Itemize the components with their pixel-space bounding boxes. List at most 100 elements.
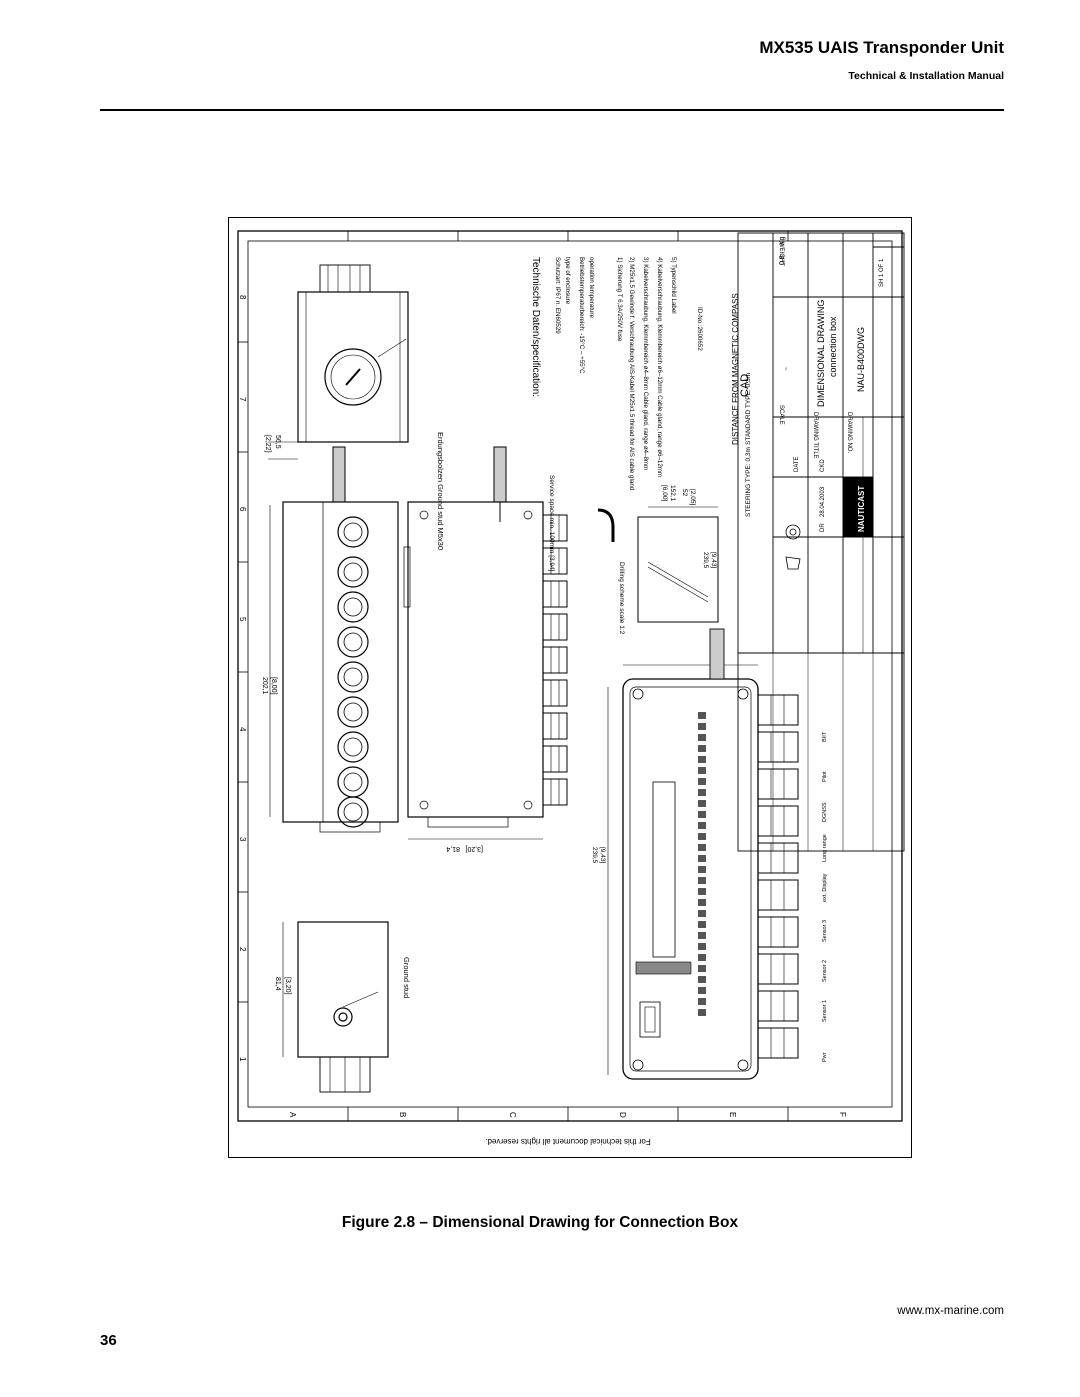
- terminal-pin: [698, 932, 706, 939]
- cable-gland-icon: [757, 990, 799, 1022]
- spec-heading: Technische Daten/specification:: [530, 257, 541, 397]
- scale-label: SCALE: [778, 405, 784, 425]
- box-side-view: [269, 501, 399, 833]
- sheet-border: [228, 217, 912, 1158]
- spec-line: type of enclosure: [564, 257, 571, 305]
- channel-label: Pwr: [822, 1052, 828, 1062]
- cable-gland-icon: [542, 646, 568, 674]
- gland-core-icon: [343, 802, 363, 822]
- cable-gland-icon: [757, 694, 799, 726]
- drawing-number-label: DRAWING NO.: [846, 412, 852, 453]
- terminal-pin: [698, 734, 706, 741]
- dimension-label: 81,4: [446, 845, 460, 852]
- gland-nut-icon: [337, 731, 369, 763]
- dimensional-drawing: 8 7 6 5 4 3 2 1 A B C D E F For this tec…: [228, 217, 912, 1158]
- terminal-pin: [698, 943, 706, 950]
- footer-url[interactable]: www.mx-marine.com: [897, 1305, 1004, 1317]
- grid-number: 3: [238, 837, 247, 842]
- gland-core-icon: [343, 737, 363, 757]
- compass-icons: [785, 524, 801, 570]
- gland-nut-icon: [337, 591, 369, 623]
- document-subtitle: Technical & Installation Manual: [848, 70, 1004, 82]
- terminal-pin: [698, 745, 706, 752]
- drilling-scheme-label: Drilling scheme scale 1:2: [618, 562, 625, 635]
- grid-letter: F: [838, 1112, 847, 1117]
- terminal-pin: [698, 976, 706, 983]
- spec-line: 3) Kabelverschraubung, Klemmbereich ø4–8…: [642, 257, 649, 470]
- terminal-strip: [698, 712, 706, 1016]
- drilling-scheme: [597, 506, 719, 623]
- channel-label: Pilot: [822, 771, 828, 782]
- dimension-label: [2,05]: [689, 489, 696, 505]
- square-glands-right: [757, 694, 799, 1059]
- gland-nut-icon: [337, 696, 369, 728]
- dimension-label: [9,43]: [599, 847, 606, 863]
- terminal-pin: [698, 855, 706, 862]
- grid-letter: C: [508, 1112, 517, 1118]
- cable-gland-icon: [757, 1027, 799, 1059]
- spec-id-number: ID-No.:2600652: [696, 307, 703, 351]
- spec-line: operation temperature: [588, 257, 595, 318]
- gland-core-icon: [343, 632, 363, 652]
- drawing-inner-frame: [247, 240, 893, 1108]
- rights-note: For this technical document all rights r…: [485, 1137, 650, 1146]
- spec-line: 5) Typenschild Label: [670, 257, 677, 314]
- grid-number: 1: [238, 1057, 247, 1062]
- terminal-pin: [698, 811, 706, 818]
- cable-gland-icon: [542, 580, 568, 608]
- channel-label: Long range: [822, 834, 828, 862]
- terminal-pin: [698, 998, 706, 1005]
- dimension-label: [6,00]: [661, 485, 668, 501]
- terminal-pin: [698, 1009, 706, 1016]
- grid-letter: B: [398, 1112, 407, 1117]
- channel-label: DGNSS: [822, 802, 828, 822]
- ground-stud-pins: [332, 446, 507, 522]
- cable-gland-icon: [542, 778, 568, 806]
- cable-gland-icon: [757, 842, 799, 874]
- dr-label: DR: [820, 523, 826, 532]
- brand-logo: NAUTICAST: [857, 486, 866, 532]
- ckd-label: CKD: [820, 459, 826, 472]
- drawing-svg: 8 7 6 5 4 3 2 1 A B C D E F For this tec…: [228, 217, 912, 1158]
- cable-gland-icon: [757, 953, 799, 985]
- gland-nut-icon: [337, 516, 369, 548]
- box-open-view: [607, 628, 759, 1080]
- cable-gland-icon: [757, 768, 799, 800]
- dimension-label: [3,20]: [465, 845, 483, 852]
- gland-core-icon: [343, 702, 363, 722]
- figure-caption: Figure 2.8 – Dimensional Drawing for Con…: [341, 1214, 739, 1231]
- spec-line: 2) M25x1,5 Gewinde f. Verschraubung AIS-…: [628, 257, 635, 491]
- revisions-grid: [772, 653, 874, 851]
- dimension-label: 56,5: [274, 435, 281, 449]
- spec-line: 1) Sicherung T 6,3A/250V fuse: [616, 257, 623, 342]
- weight-unit: Kg: [779, 236, 786, 245]
- grid-ticks: [238, 231, 789, 1121]
- channel-label: Sensor 2: [822, 960, 828, 982]
- drawing-frame: [237, 230, 903, 1122]
- terminal-pin: [698, 723, 706, 730]
- cable-gland-icon: [757, 731, 799, 763]
- dimension-label: 239,5: [702, 552, 709, 569]
- service-space-label: Service space min. 100mm [3,94]: [548, 475, 555, 572]
- spec-lines: Schutzart: IP67 n. EN60529 type of enclo…: [554, 257, 703, 491]
- cable-gland-icon: [757, 879, 799, 911]
- sheet-number: SH 1 OF 1: [879, 258, 885, 287]
- gland-core-icon: [343, 597, 363, 617]
- weight-label: WEIGHT: [778, 242, 784, 266]
- dimension-label: 239,5: [591, 847, 598, 864]
- weight-value: 0,8: [779, 255, 786, 265]
- terminal-pin: [698, 767, 706, 774]
- terminal-pin: [698, 844, 706, 851]
- terminal-pin: [698, 965, 706, 972]
- spec-line: Schutzart: IP67 n. EN60529: [554, 257, 561, 334]
- grid-number: 6: [238, 507, 247, 512]
- terminal-pin: [698, 778, 706, 785]
- terminal-pin: [698, 921, 706, 928]
- terminal-pin: [698, 712, 706, 719]
- terminal-pin: [698, 888, 706, 895]
- gland-core-icon: [343, 772, 363, 792]
- cad-mark: CAD: [739, 374, 751, 397]
- cable-gland-icon: [757, 916, 799, 948]
- dimension-label: [8,00]: [270, 677, 277, 695]
- channel-label: BIIT: [822, 731, 828, 742]
